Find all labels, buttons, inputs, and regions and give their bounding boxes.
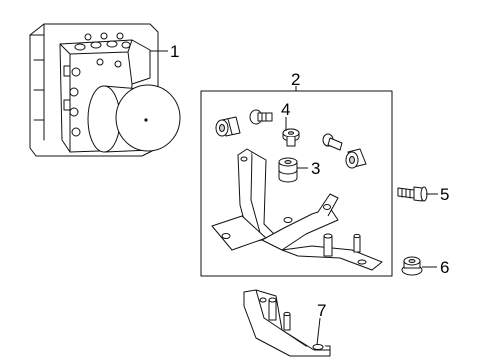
bolt-icon [322,133,343,151]
callout-6: 6 [440,258,449,277]
bolt-icon [249,109,273,125]
actuator-fittings [63,58,122,137]
flange-bolt-icon [397,186,428,202]
cushion-icon [278,157,298,183]
flange-nut-icon [401,256,423,276]
grommet-icon [215,116,241,137]
grommet-icon [345,148,367,169]
leader-lines [150,50,438,346]
callout-5: 5 [440,185,449,204]
callout-labels: 1 2 3 4 5 6 7 [170,42,449,320]
mounting-bracket-icon [211,148,383,271]
collar-icon [282,128,300,147]
callout-7: 7 [317,301,326,320]
callout-1: 1 [170,42,179,61]
pump-motor [87,84,181,153]
callout-2: 2 [291,70,300,89]
actuator-ports [74,32,131,51]
callout-3: 3 [311,159,320,178]
lower-bracket-icon [243,289,331,357]
abs-actuator-assembly [29,23,181,157]
callout-4: 4 [281,100,290,119]
